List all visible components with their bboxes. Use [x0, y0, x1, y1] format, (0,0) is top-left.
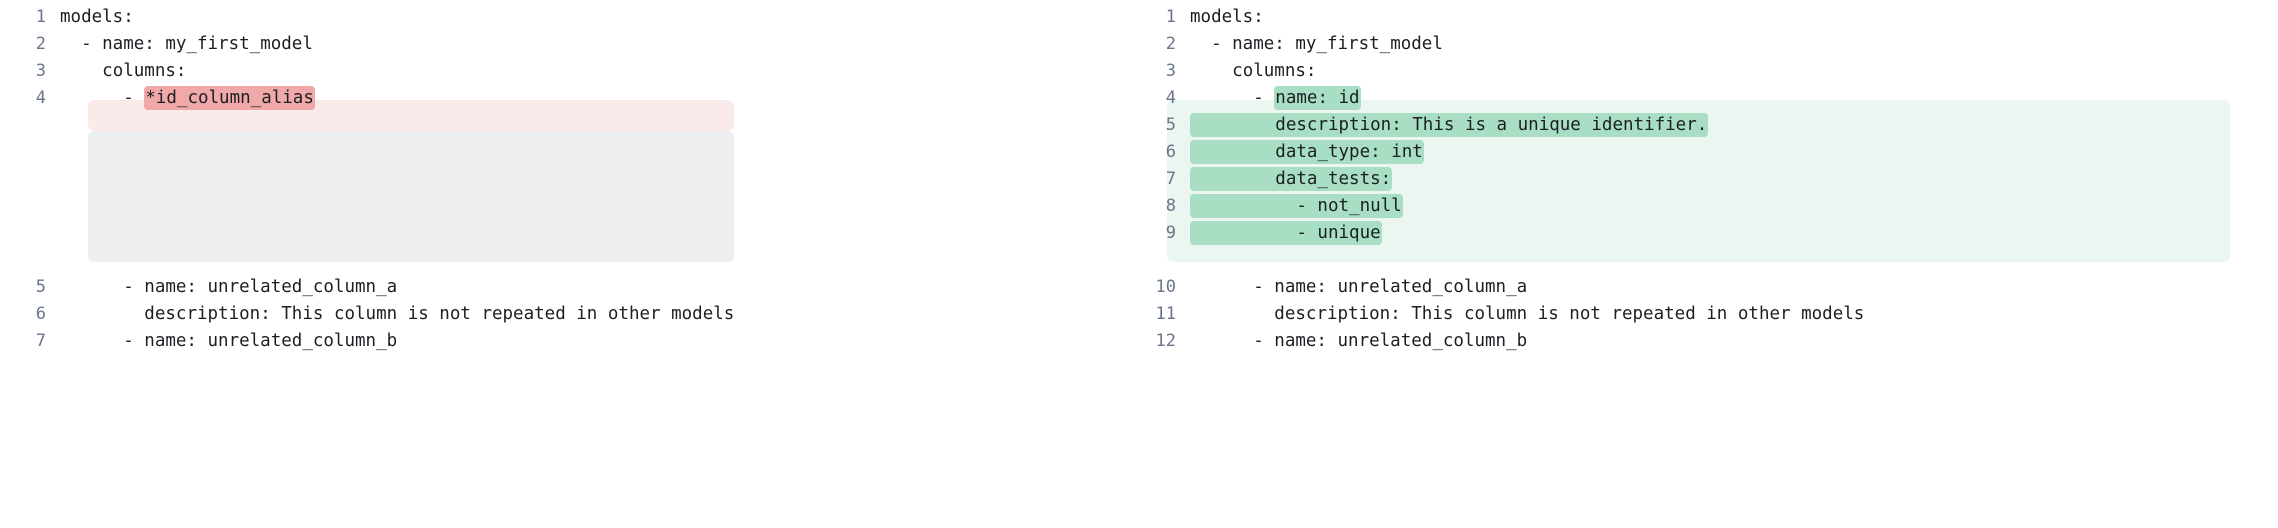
line-number: 11 [1155, 304, 1176, 324]
line-number: 1 [1165, 7, 1176, 27]
line-number: 6 [1165, 142, 1176, 162]
code-line-added[interactable]: 6 data_type: int [1140, 139, 2278, 166]
diff-pane-before[interactable]: 1 models: 2 - name: my_first_model 3 col… [0, 0, 1139, 528]
line-content: - name: unrelated_column_a [1253, 277, 1528, 297]
code-lines-after: 1 models: 2 - name: my_first_model 3 col… [1139, 0, 2278, 355]
placeholder-line [10, 139, 1139, 166]
line-number: 4 [1165, 88, 1176, 108]
code-line[interactable]: 2 - name: my_first_model [1140, 31, 2278, 58]
placeholder-block-before [88, 131, 734, 262]
line-content: - name: unrelated_column_b [1253, 331, 1528, 351]
code-line-added[interactable]: 5 description: This is a unique identifi… [1140, 112, 2278, 139]
line-content: description: This column is not repeated… [144, 304, 735, 324]
line-number: 5 [35, 277, 46, 297]
line-content: - name: unrelated_column_b [123, 331, 398, 351]
line-content: description: This column is not repeated… [1274, 304, 1865, 324]
added-token: - unique [1190, 221, 1382, 245]
diff-pane-after[interactable]: 1 models: 2 - name: my_first_model 3 col… [1139, 0, 2278, 528]
code-line[interactable]: 1 models: [1140, 4, 2278, 31]
code-line[interactable]: 3 columns: [1140, 58, 2278, 85]
code-line[interactable]: 7 - name: unrelated_column_b [10, 328, 1139, 355]
code-line[interactable]: 6 description: This column is not repeat… [10, 301, 1139, 328]
placeholder-line [10, 220, 1139, 247]
line-number: 6 [35, 304, 46, 324]
line-number: 9 [1165, 223, 1176, 243]
line-number: 1 [35, 7, 46, 27]
section-gap [10, 247, 1139, 274]
line-number: 2 [1165, 34, 1176, 54]
line-number: 12 [1155, 331, 1176, 351]
deleted-token: *id_column_alias [144, 86, 315, 110]
code-lines-before: 1 models: 2 - name: my_first_model 3 col… [0, 0, 1139, 355]
section-gap [1140, 247, 2278, 274]
placeholder-line [10, 166, 1139, 193]
code-line[interactable]: 10 - name: unrelated_column_a [1140, 274, 2278, 301]
added-token: description: This is a unique identifier… [1190, 113, 1709, 137]
line-content: - name: my_first_model [1211, 34, 1443, 54]
added-token: data_tests: [1190, 167, 1393, 191]
line-content: models: [1190, 7, 1264, 27]
placeholder-line [10, 112, 1139, 139]
code-line-added[interactable]: 4 - name: id [1140, 85, 2278, 112]
added-token: name: id [1274, 86, 1361, 110]
list-dash: - [1253, 88, 1275, 108]
code-line[interactable]: 1 models: [10, 4, 1139, 31]
added-token: - not_null [1190, 194, 1403, 218]
line-number: 2 [35, 34, 46, 54]
code-line-added[interactable]: 9 - unique [1140, 220, 2278, 247]
line-content: data_tests: [1190, 166, 2278, 193]
code-line[interactable]: 2 - name: my_first_model [10, 31, 1139, 58]
code-line-added[interactable]: 8 - not_null [1140, 193, 2278, 220]
line-content: - name: my_first_model [81, 34, 313, 54]
line-content: - name: unrelated_column_a [123, 277, 398, 297]
added-token: data_type: int [1190, 140, 1424, 164]
code-line-deleted[interactable]: 4 - *id_column_alias [10, 85, 1139, 112]
line-number: 8 [1165, 196, 1176, 216]
line-content: - name: id [1190, 85, 2278, 112]
code-line[interactable]: 12 - name: unrelated_column_b [1140, 328, 2278, 355]
line-content: - unique [1190, 220, 2278, 247]
line-number: 7 [1165, 169, 1176, 189]
line-content: - not_null [1190, 193, 2278, 220]
line-content: columns: [1232, 61, 1317, 81]
line-content: description: This is a unique identifier… [1190, 112, 2278, 139]
line-number: 5 [1165, 115, 1176, 135]
line-content: data_type: int [1190, 139, 2278, 166]
line-number: 7 [35, 331, 46, 351]
line-number: 3 [35, 61, 46, 81]
line-content: - *id_column_alias [60, 85, 1139, 112]
line-number: 10 [1155, 277, 1176, 297]
line-content: columns: [102, 61, 187, 81]
placeholder-line [10, 193, 1139, 220]
code-line[interactable]: 3 columns: [10, 58, 1139, 85]
line-number: 4 [35, 88, 46, 108]
code-line[interactable]: 11 description: This column is not repea… [1140, 301, 2278, 328]
list-dash: - [123, 88, 145, 108]
code-line-added[interactable]: 7 data_tests: [1140, 166, 2278, 193]
line-content: models: [60, 7, 134, 27]
line-number: 3 [1165, 61, 1176, 81]
code-line[interactable]: 5 - name: unrelated_column_a [10, 274, 1139, 301]
